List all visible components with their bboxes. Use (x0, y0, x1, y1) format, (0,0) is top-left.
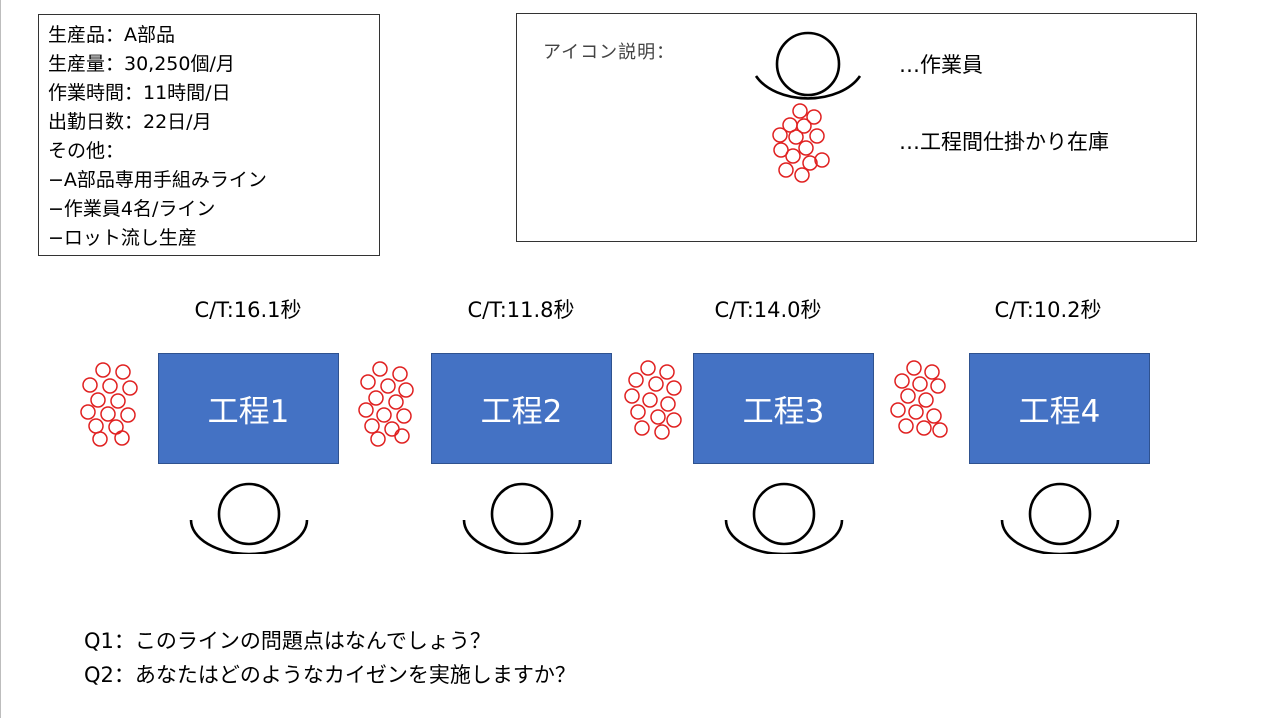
question-2: Q2：あなたはどのようなカイゼンを実施しますか？ (84, 663, 576, 687)
cycle-time-process-3: C/T:14.0秒 (714, 298, 822, 322)
process-box-3: 工程3 (693, 353, 874, 464)
info-line: −作業員4名/ライン (48, 198, 216, 220)
process-label: 工程3 (742, 394, 825, 430)
info-line: 生産品：A部品 (48, 24, 175, 46)
process-box-4: 工程4 (969, 353, 1150, 464)
info-line: 作業時間：11時間/日 (48, 82, 231, 104)
page-frame-edge (0, 0, 1, 718)
process-box-2: 工程2 (431, 353, 612, 464)
cycle-time-process-2: C/T:11.8秒 (467, 298, 575, 322)
worker-icon (724, 478, 844, 558)
legend-wip-label: …工程間仕掛かり在庫 (899, 130, 1109, 154)
cycle-time-process-4: C/T:10.2秒 (994, 298, 1102, 322)
icon-legend-box: アイコン説明： …作業員 (516, 13, 1197, 242)
worker-icon (1000, 478, 1120, 558)
info-line: −ロット流し生産 (48, 227, 197, 249)
process-label: 工程1 (207, 394, 290, 430)
info-line: −A部品専用手組みライン (48, 169, 267, 191)
wip-inventory-icon (620, 360, 686, 454)
wip-inventory-icon (886, 360, 952, 454)
info-line: その他： (48, 140, 125, 162)
worker-icon (462, 478, 582, 558)
wip-inventory-icon (78, 360, 144, 454)
worker-icon (753, 22, 863, 110)
process-label: 工程2 (480, 394, 563, 430)
legend-worker-label: …作業員 (899, 53, 983, 77)
wip-cluster-svg (772, 103, 830, 183)
process-label: 工程4 (1018, 394, 1101, 430)
info-line: 生産量：30,250個/月 (48, 53, 235, 75)
process-box-1: 工程1 (158, 353, 339, 464)
worker-icon (189, 478, 309, 558)
question-1: Q1：このラインの問題点はなんでしょう？ (84, 629, 491, 653)
production-info-box: 生産品：A部品 生産量：30,250個/月 作業時間：11時間/日 出勤日数：2… (38, 14, 380, 256)
legend-title: アイコン説明： (543, 42, 676, 63)
cycle-time-process-1: C/T:16.1秒 (194, 298, 302, 322)
wip-inventory-icon (767, 102, 839, 188)
info-line: 出勤日数：22日/月 (48, 111, 212, 133)
wip-inventory-icon (354, 360, 420, 454)
